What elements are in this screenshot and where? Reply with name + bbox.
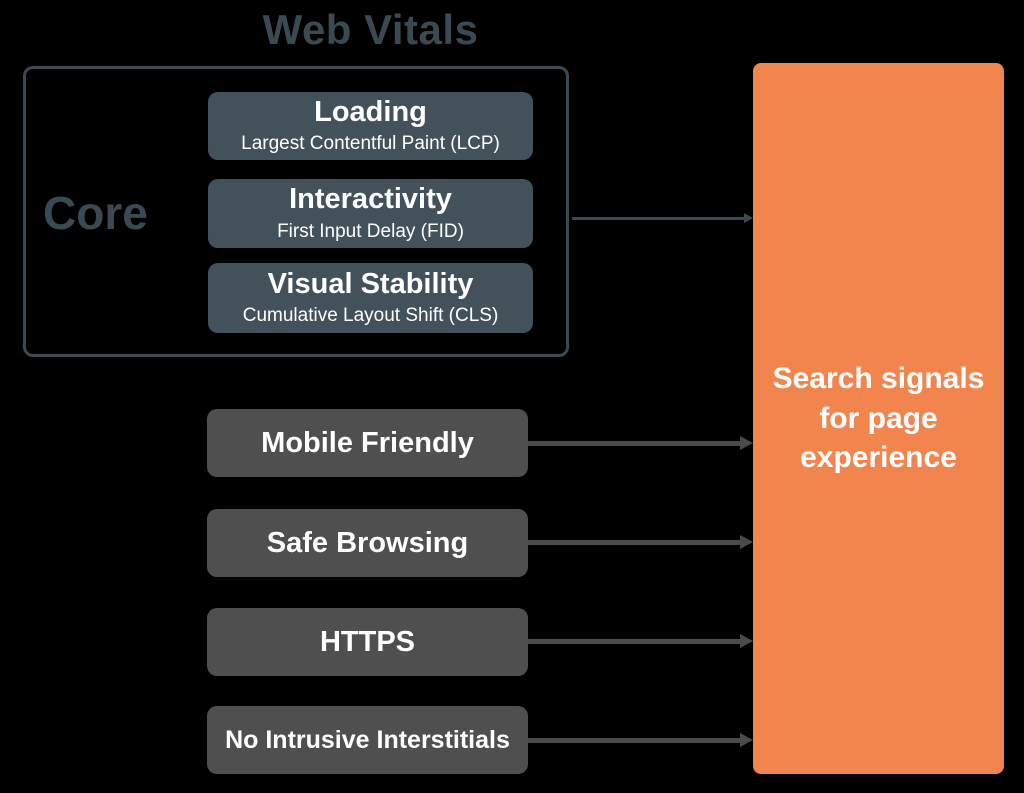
arrow-core-to-result [572,211,753,225]
arrow-https-to-result [528,634,753,648]
arrow-shaft [528,440,740,446]
arrow-safe-browsing-to-result [528,535,753,549]
metric-loading: Loading Largest Contentful Paint (LCP) [208,92,533,160]
core-group-label: Core [43,187,148,239]
diagram-title: Web Vitals [262,6,479,53]
arrow-no-intrusive-interstitials-to-result [528,733,753,747]
arrow-head-icon [740,436,753,450]
metric-interactivity: Interactivity First Input Delay (FID) [208,179,533,248]
signal-https: HTTPS [207,608,528,676]
result-box: Search signals for page experience [753,63,1004,774]
core-group-outline [23,66,569,357]
metric-visual-stability-title: Visual Stability [267,267,474,300]
signal-no-intrusive-interstitials: No Intrusive Interstitials [207,706,528,774]
result-label: Search signals for page experience [772,362,985,475]
arrow-head-icon [740,634,753,648]
signal-mobile-friendly: Mobile Friendly [207,409,528,477]
arrow-head-icon [740,733,753,747]
arrow-head-icon [740,535,753,549]
metric-loading-subtitle: Largest Contentful Paint (LCP) [241,133,500,155]
signal-safe-browsing: Safe Browsing [207,509,528,577]
arrow-mobile-friendly-to-result [528,436,753,450]
arrow-shaft [528,539,740,545]
metric-interactivity-subtitle: First Input Delay (FID) [277,220,464,242]
metric-interactivity-title: Interactivity [289,183,452,216]
arrow-shaft [528,638,740,644]
arrow-head-icon [744,213,753,223]
metric-visual-stability: Visual Stability Cumulative Layout Shift… [208,263,533,333]
metric-visual-stability-subtitle: Cumulative Layout Shift (CLS) [242,305,499,327]
arrow-shaft [572,216,744,220]
metric-loading-title: Loading [314,95,427,128]
arrow-shaft [528,737,740,743]
